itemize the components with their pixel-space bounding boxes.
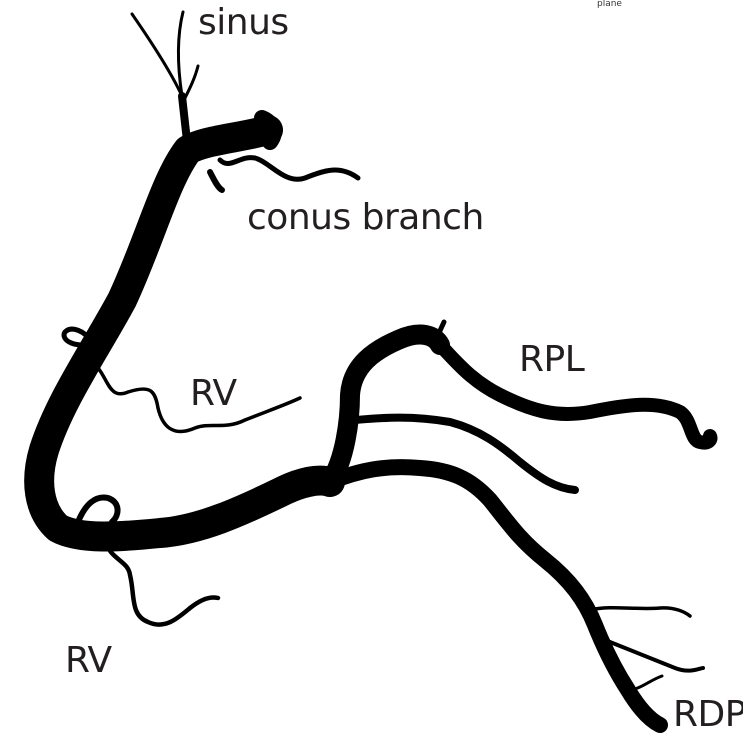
label-rpl: RPL (519, 342, 584, 378)
label-rv-upper: RV (190, 376, 237, 412)
rv-lower-loop (78, 497, 118, 522)
rdp-main (330, 467, 660, 725)
rv-lower-branch (105, 540, 218, 625)
sinus-branch-3 (184, 66, 198, 100)
label-plane: plane (597, 0, 622, 9)
conus-stub (210, 172, 222, 190)
label-rdp: RDP (673, 697, 743, 733)
sinus-branch-1 (132, 14, 182, 96)
conus-branch-vessel (220, 158, 358, 180)
sinus-branch-2 (178, 12, 183, 96)
label-rv-lower: RV (65, 643, 112, 679)
rdp-branch-1 (590, 608, 690, 616)
label-conus-branch: conus branch (247, 200, 484, 236)
rdp-branch-3 (628, 676, 662, 690)
label-sinus: sinus (198, 5, 289, 41)
